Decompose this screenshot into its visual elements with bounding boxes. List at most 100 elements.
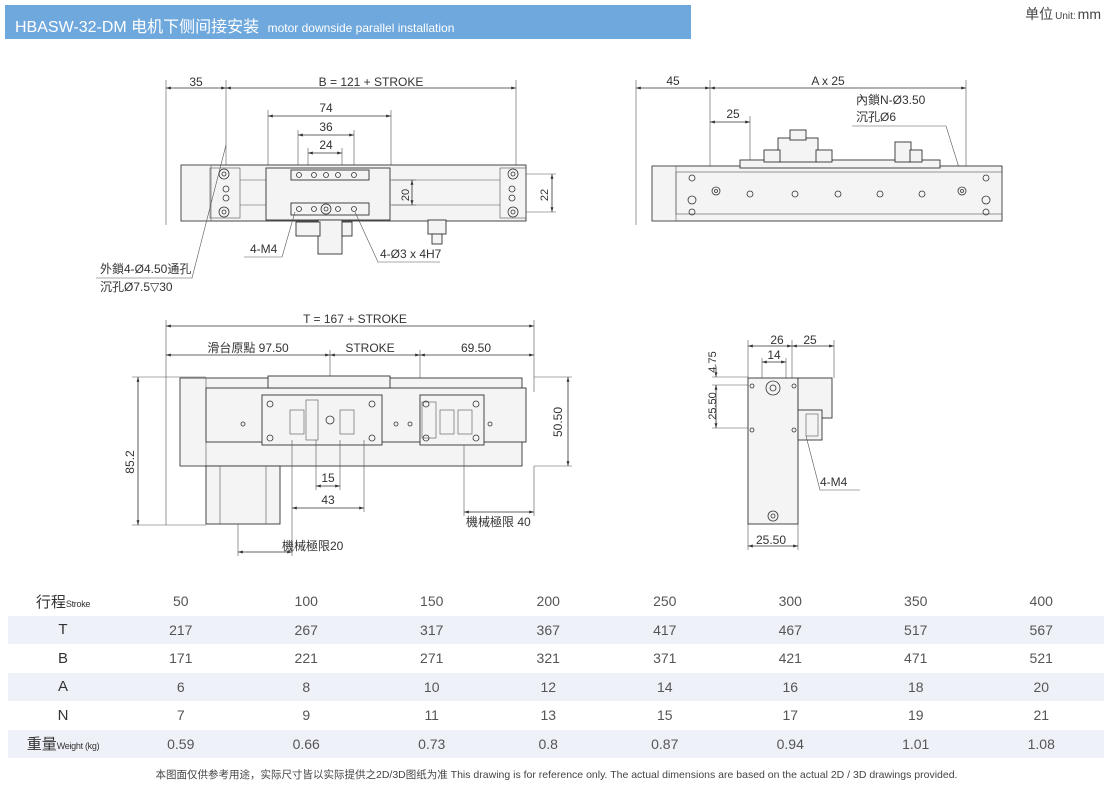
top-right-view: 45 A x 25 25 內鎖N-Ø3.50 沉孔Ø6 — [635, 74, 1003, 225]
dim-24: 24 — [319, 138, 333, 152]
dim-69-50: 69.50 — [461, 341, 491, 355]
row-label: N — [57, 706, 69, 724]
table-cell: 11 — [368, 701, 495, 730]
row-label: A — [57, 678, 68, 696]
table-cell: 6 — [118, 672, 244, 701]
label-inner-2: 沉孔Ø6 — [856, 110, 896, 124]
table-cell: 517 — [852, 615, 979, 644]
table-cell: 321 — [494, 644, 603, 673]
table-cell: 371 — [602, 644, 728, 673]
row-sublabel: Weight (kg) — [56, 741, 100, 752]
table-cell: 20 — [978, 672, 1104, 701]
table-cell: 217 — [118, 615, 244, 644]
table-cell: 19 — [852, 701, 979, 730]
table-cell: 0.94 — [727, 729, 853, 758]
dim-origin: 滑台原點 97.50 — [207, 340, 289, 355]
label-hole-1: 外鎖4-Ø4.50通孔 — [100, 261, 191, 276]
unit-value: mm — [1077, 6, 1101, 22]
table-cell: 317 — [368, 615, 495, 644]
table-cell: 15 — [602, 701, 728, 730]
table-cell: 16 — [727, 672, 853, 701]
dim-25b: 25 — [803, 333, 817, 347]
page-title: HBASW-32-DM 电机下侧间接安装 motor downside para… — [15, 13, 454, 37]
dim-36: 36 — [319, 120, 333, 134]
table-cell: 250 — [602, 587, 728, 616]
title-cn: HBASW-32-DM 电机下侧间接安装 — [15, 19, 260, 36]
table-cell: 350 — [852, 587, 979, 616]
table-cell: 1.08 — [978, 729, 1104, 758]
unit-cn: 单位 — [1025, 6, 1054, 22]
row-sublabel: Stroke — [65, 598, 91, 609]
dim-35: 35 — [189, 75, 203, 89]
row-header: B — [8, 644, 118, 673]
label-limit-40: 機械極限 40 — [466, 514, 531, 529]
row-header: 重量Weight (kg) — [8, 729, 118, 758]
row-label: B — [57, 649, 68, 667]
dim-stroke: STROKE — [345, 341, 394, 355]
table-cell: 7 — [118, 701, 244, 730]
table-cell: 14 — [602, 672, 728, 701]
table-cell: 521 — [978, 644, 1104, 673]
dim-4-75: 4.75 — [707, 351, 719, 372]
dim-45: 45 — [666, 74, 680, 88]
table-cell: 267 — [243, 615, 369, 644]
label-inner-1: 內鎖N-Ø3.50 — [856, 92, 926, 107]
table-cell: 271 — [368, 644, 495, 673]
motor — [205, 465, 281, 525]
table-cell: 0.59 — [118, 729, 244, 758]
rail-body-side — [651, 165, 1003, 222]
table-cell: 471 — [852, 644, 979, 673]
dim-25-50v: 25.50 — [707, 392, 719, 420]
table-cell: 200 — [494, 587, 603, 616]
table-cell: 400 — [978, 587, 1104, 616]
table-cell: 12 — [494, 672, 603, 701]
dim-t: T = 167 + STROKE — [303, 312, 407, 326]
row-header: T — [8, 615, 118, 644]
table-cell: 9 — [243, 701, 369, 730]
dim-74: 74 — [319, 101, 333, 115]
dim-22: 22 — [539, 189, 551, 201]
table-cell: 8 — [243, 672, 369, 701]
end-body — [747, 377, 799, 525]
table-cell: 21 — [978, 701, 1104, 730]
dim-25a: 25 — [726, 107, 740, 121]
unit-en: Unit: — [1055, 11, 1076, 22]
table-cell: 50 — [118, 587, 244, 616]
dim-20: 20 — [400, 189, 412, 201]
dim-b: B = 121 + STROKE — [319, 75, 424, 89]
table-cell: 171 — [118, 644, 244, 673]
label-hole-2: 沉孔Ø7.5▽30 — [100, 280, 173, 294]
dim-85-2: 85.2 — [123, 450, 137, 474]
table-cell: 300 — [727, 587, 853, 616]
row-header: N — [8, 701, 118, 730]
bottom-right-view: 26 25 14 4.75 25.50 4-M4 25.50 — [707, 333, 860, 550]
row-label: 重量 — [26, 736, 57, 754]
table-cell: 100 — [243, 587, 369, 616]
table-cell: 1.01 — [852, 729, 979, 758]
dim-50-50: 50.50 — [551, 407, 565, 437]
table-cell: 0.87 — [602, 729, 728, 758]
technical-drawing: 35 B = 121 + STROKE 74 36 24 — [96, 74, 1003, 556]
dim-25-50h: 25.50 — [756, 533, 786, 547]
label-m4: 4-M4 — [250, 242, 278, 256]
table-cell: 421 — [727, 644, 853, 673]
table-cell: 0.8 — [494, 729, 603, 758]
header-bar: HBASW-32-DM 电机下侧间接安装 motor downside para… — [5, 5, 691, 39]
table-cell: 13 — [494, 701, 603, 730]
table-cell: 17 — [727, 701, 853, 730]
table-cell: 150 — [368, 587, 495, 616]
bottom-left-view: T = 167 + STROKE 滑台原點 97.50 STROKE 69.50… — [123, 312, 572, 556]
top-left-view: 35 B = 121 + STROKE 74 36 24 — [96, 75, 556, 294]
table-cell: 417 — [602, 615, 728, 644]
table-cell: 18 — [852, 672, 979, 701]
footnote: 本图面仅供参考用途，实际尺寸皆以实际提供之2D/3D图纸为准 This draw… — [155, 769, 958, 781]
table-cell: 567 — [978, 615, 1104, 644]
dim-26: 26 — [770, 333, 784, 347]
table-cell: 221 — [243, 644, 369, 673]
table-cell: 10 — [368, 672, 495, 701]
label-m4-side: 4-M4 — [820, 475, 848, 489]
